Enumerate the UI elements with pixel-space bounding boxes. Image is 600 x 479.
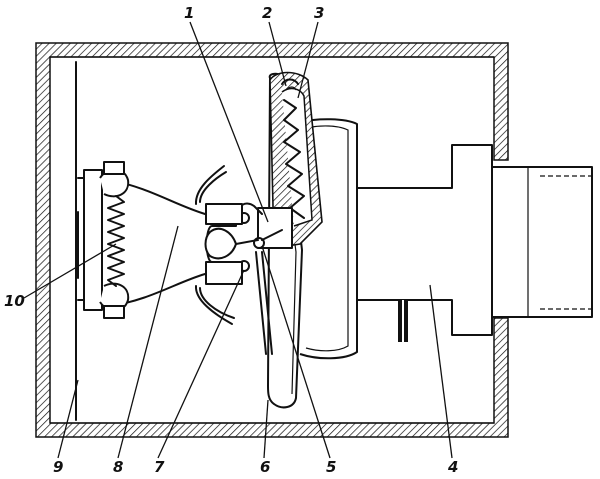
label-8: 8: [113, 458, 123, 476]
label-9: 9: [53, 458, 63, 476]
label-5: 5: [326, 458, 336, 476]
label-10: 10: [4, 292, 25, 310]
spring-mount: [75, 61, 130, 421]
label-1: 1: [184, 4, 194, 22]
label-6: 6: [260, 458, 270, 476]
label-2: 2: [262, 4, 272, 22]
label-4: 4: [447, 458, 458, 476]
bracket: [109, 165, 259, 325]
housing: [35, 42, 509, 438]
label-3: 3: [314, 4, 324, 22]
motor-shaft-assembly: [355, 144, 593, 342]
part-labels: 1 2 3 4 5 6 7 8 9 10: [4, 4, 458, 476]
label-7: 7: [154, 458, 165, 476]
leader-lines: [23, 21, 453, 459]
bellows: [269, 71, 323, 249]
